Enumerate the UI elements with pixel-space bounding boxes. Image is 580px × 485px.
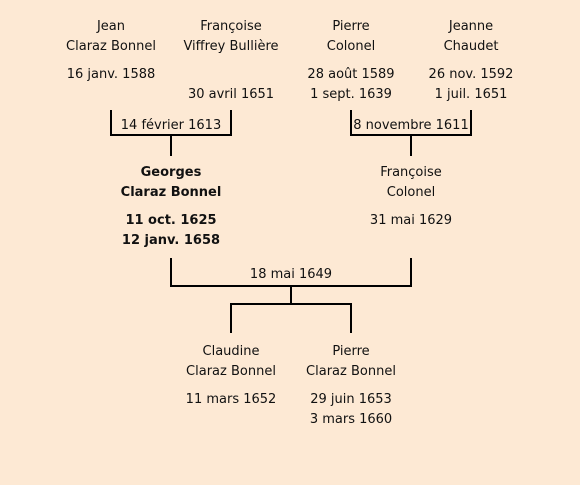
birth-date: 11 mars 1652 bbox=[185, 392, 277, 407]
first-name: Georges bbox=[140, 165, 202, 180]
marriage-date-pierre-jeanne: 8 novembre 1611 bbox=[353, 118, 469, 133]
person-jean: Jean Claraz Bonnel 16 janv. 1588 bbox=[46, 17, 176, 85]
birth-date: 11 oct. 1625 bbox=[125, 213, 217, 228]
death-date: 1 juil. 1651 bbox=[434, 87, 508, 102]
first-name: Françoise bbox=[200, 19, 262, 34]
person-pierre-claraz-bonnel: Pierre Claraz Bonnel 29 juin 1653 3 mars… bbox=[286, 342, 416, 430]
birth-date: 28 août 1589 bbox=[307, 67, 395, 82]
first-name: Jeanne bbox=[448, 19, 494, 34]
first-name: Pierre bbox=[332, 19, 370, 34]
last-name: Colonel bbox=[386, 185, 436, 200]
death-date: 12 janv. 1658 bbox=[121, 233, 221, 248]
last-name: Claraz Bonnel bbox=[306, 364, 396, 379]
person-francoise-colonel: Françoise Colonel 31 mai 1629 bbox=[346, 163, 476, 231]
death-date: 30 avril 1651 bbox=[187, 87, 275, 102]
birth-date: 29 juin 1653 bbox=[310, 392, 392, 407]
children-bracket bbox=[230, 303, 352, 333]
person-pierre-colonel: Pierre Colonel 28 août 1589 1 sept. 1639 bbox=[286, 17, 416, 105]
first-name: Jean bbox=[96, 19, 126, 34]
last-name: Chaudet bbox=[443, 39, 499, 54]
first-name: Françoise bbox=[380, 165, 442, 180]
last-name: Colonel bbox=[326, 39, 376, 54]
death-date: 1 sept. 1639 bbox=[310, 87, 392, 102]
last-name: Claraz Bonnel bbox=[66, 39, 156, 54]
death-date: 3 mars 1660 bbox=[309, 412, 393, 427]
last-name: Viffrey Bullière bbox=[183, 39, 279, 54]
person-claudine-claraz-bonnel: Claudine Claraz Bonnel 11 mars 1652 bbox=[166, 342, 296, 410]
person-jeanne-chaudet: Jeanne Chaudet 26 nov. 1592 1 juil. 1651 bbox=[406, 17, 536, 105]
person-francoise-viffrey-bulliere: Françoise Viffrey Bullière 30 avril 1651 bbox=[166, 17, 296, 105]
birth-date: 31 mai 1629 bbox=[369, 213, 453, 228]
marriage-date-jean-francoise: 14 février 1613 bbox=[120, 118, 222, 133]
first-name: Pierre bbox=[332, 344, 370, 359]
last-name: Claraz Bonnel bbox=[120, 185, 222, 200]
last-name: Claraz Bonnel bbox=[186, 364, 276, 379]
marriage-date-georges-francoise: 18 mai 1649 bbox=[249, 267, 333, 282]
birth-date: 16 janv. 1588 bbox=[66, 67, 156, 82]
birth-date: 26 nov. 1592 bbox=[428, 67, 514, 82]
first-name: Claudine bbox=[202, 344, 260, 359]
person-georges-claraz-bonnel: Georges Claraz Bonnel 11 oct. 1625 12 ja… bbox=[106, 163, 236, 251]
birth-date-empty bbox=[166, 65, 296, 85]
